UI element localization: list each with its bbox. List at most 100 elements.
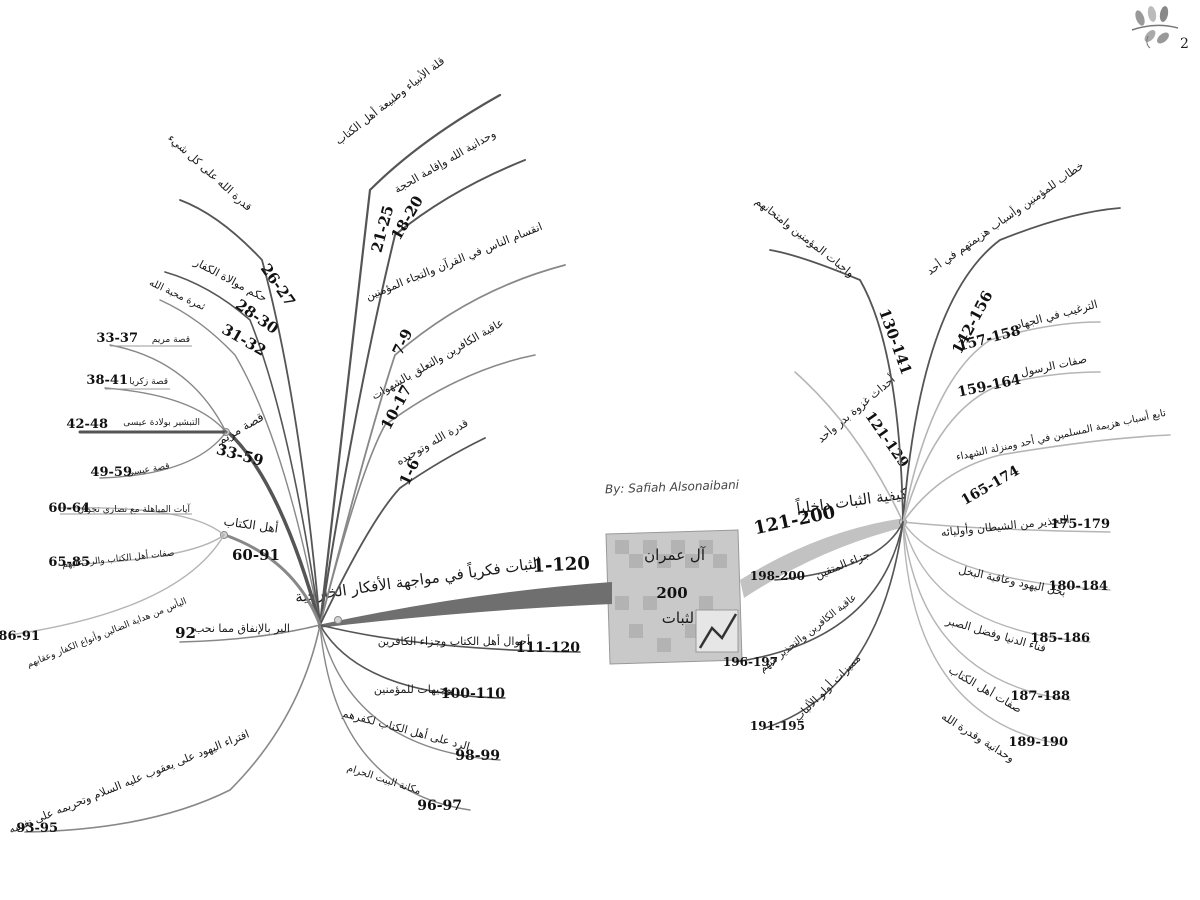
- topic-label: مميزات أولو الألباب: [790, 651, 863, 724]
- checker-pattern: [615, 540, 727, 652]
- topic-range: 96-97: [417, 798, 462, 814]
- birr-line: [179, 624, 321, 643]
- sub-label: آيات المباهلة مع نصارى نجران: [77, 503, 190, 515]
- topic-label: الترغيب في الجهاد: [1015, 298, 1099, 332]
- sub-range: 38-41: [86, 373, 128, 388]
- topic-label: الرد على أهل الكتاب لكفرهم: [341, 706, 472, 754]
- branch-18-20: [319, 159, 526, 626]
- topic-label: البر بالإنفاق مما نحب: [194, 622, 290, 635]
- kitab-sub-1: [59, 534, 225, 566]
- topic-label: قدرة الله على كل شيء: [165, 131, 254, 213]
- branch-21-25: [318, 93, 502, 627]
- sub-label: قصة عيسى: [126, 461, 170, 478]
- branch-189-190: [902, 521, 1066, 746]
- branch-159-164: [902, 371, 1101, 523]
- topic-range: 111-120: [516, 640, 581, 656]
- topic-range: 196-197: [723, 655, 778, 669]
- sub-label: قصة زكريا: [129, 377, 168, 387]
- kitab-title: أهل الكتاب: [223, 513, 279, 535]
- branch-100-110: [319, 624, 506, 699]
- topic-label: قلة الأنبياء وطبيعة أهل الكتاب: [332, 53, 447, 147]
- sub-range: 33-37: [96, 331, 138, 346]
- branch-10-17: [319, 354, 536, 626]
- olive-branch-icon: [1131, 6, 1179, 49]
- branch-111-120: [319, 624, 581, 653]
- right-main-branch: [740, 518, 905, 598]
- branch-157-158: [902, 321, 1101, 523]
- sub-range: 60-64: [48, 501, 90, 516]
- kitab-range: 60-91: [232, 546, 280, 564]
- topic-range: 185-186: [1030, 631, 1090, 646]
- left-lower-fan: أحوال أهل الكتاب وجزاء الكافرين 111-120 …: [319, 624, 581, 814]
- branch-7-9: [319, 264, 566, 626]
- kitab-stem: [223, 533, 322, 627]
- left-hub-node: [334, 616, 342, 624]
- yaqub-line: [24, 624, 321, 833]
- topic-range: 100-110: [441, 686, 506, 702]
- chart-trend-icon: [695, 609, 739, 653]
- topic-range: 180-184: [1048, 579, 1108, 594]
- branch-130-141: [769, 249, 904, 523]
- topic-label: أحوال أهل الكتاب وجزاء الكافرين: [378, 634, 530, 648]
- branch-196-197: [734, 521, 904, 663]
- topic-range: 92: [175, 624, 196, 642]
- topic-range: 93-95: [16, 821, 58, 836]
- kitab-sub-2: [9, 534, 225, 636]
- right-lower-fan: التحذير من الشيطان وأوليائه 175-179 بخل …: [902, 512, 1111, 765]
- branch-31-32: [159, 299, 321, 626]
- topic-range: 187-188: [1010, 689, 1070, 704]
- birr-branch: البر بالإنفاق مما نحب 92: [175, 622, 321, 643]
- maryam-sub-1: [104, 387, 227, 433]
- branch-28-30: [164, 271, 321, 626]
- topic-label: تابع أسباب هزيمة المسلمين في أحد ومنزلة …: [955, 406, 1168, 463]
- sub-range: 42-48: [66, 417, 108, 432]
- surah-name: آل عمران: [644, 546, 706, 564]
- sub-label: قصة مريم: [152, 335, 190, 345]
- maryam-sub-3: [99, 431, 227, 479]
- sub-range: 65-85: [48, 555, 90, 570]
- branch-142-156: [902, 207, 1121, 523]
- topic-label: مكانة البيت الحرام: [346, 763, 423, 797]
- topic-range: 159-164: [956, 372, 1022, 401]
- maryam-sub-0: [109, 344, 227, 433]
- topic-label: وحدانية الله وإقامة الحجة: [392, 127, 498, 196]
- maryam-stem: [226, 430, 322, 627]
- sub-label: التبشير بولادة عيسى: [123, 418, 200, 428]
- topic-range: 98-99: [455, 748, 500, 764]
- topic-range: 165-174: [959, 463, 1023, 509]
- verse-total: 200: [656, 584, 687, 602]
- kitab-group: أهل الكتاب 60-91 آيات المباهلة مع نصارى …: [0, 501, 322, 670]
- branch-98-99: [319, 624, 501, 761]
- topic-range: 130-141: [875, 306, 915, 377]
- topic-label: خطاب للمؤمنين وأسباب هزيمتهم في أحد: [924, 158, 1087, 278]
- topic-range: 198-200: [750, 569, 805, 583]
- branch-1-6: [319, 437, 486, 626]
- sub-range: 86-91: [0, 629, 40, 644]
- topic-label: وحدانية وقدرة الله: [939, 710, 1017, 765]
- branch-180-184: [902, 521, 1111, 591]
- branch-198-200: [774, 521, 904, 581]
- topic-label: ثمرة محبة الله: [147, 277, 207, 313]
- right-main-range: 121-200: [752, 502, 837, 540]
- topic-range: 191-195: [750, 719, 805, 733]
- sub-label: اليأس من هداية الضالين وأنواع الكفار وعق…: [25, 594, 189, 670]
- topic-label: حكم موالاة الكفار: [191, 255, 269, 305]
- topic-label: افتراء اليهود على يعقوب عليه السلام وتحر…: [7, 727, 251, 836]
- left-upper-fan: قلة الأنبياء وطبيعة أهل الكتاب 21-25 وحد…: [318, 53, 566, 627]
- topic-label: واجبات المؤمنين وامتحانهم: [753, 195, 857, 280]
- topic-label: توجيهات للمؤمنين: [374, 683, 455, 696]
- sub-range: 49-59: [90, 465, 132, 480]
- branch-121-129: [794, 371, 904, 523]
- right-upper-fan: أحداث غزوة بدر وأحد 121-129 واجبات المؤم…: [753, 158, 1171, 523]
- branch-96-97: [319, 624, 471, 811]
- page-number: 2: [1180, 36, 1189, 52]
- branch-175-179: [902, 521, 1111, 533]
- branch-191-195: [764, 521, 904, 729]
- branch-187-188: [902, 521, 1071, 701]
- branch-185-186: [902, 521, 1091, 643]
- kitab-sub-0: [59, 507, 225, 536]
- branch-26-27: [179, 199, 321, 626]
- topic-range: 189-190: [1008, 735, 1068, 750]
- left-main-range: 1-120: [532, 553, 591, 577]
